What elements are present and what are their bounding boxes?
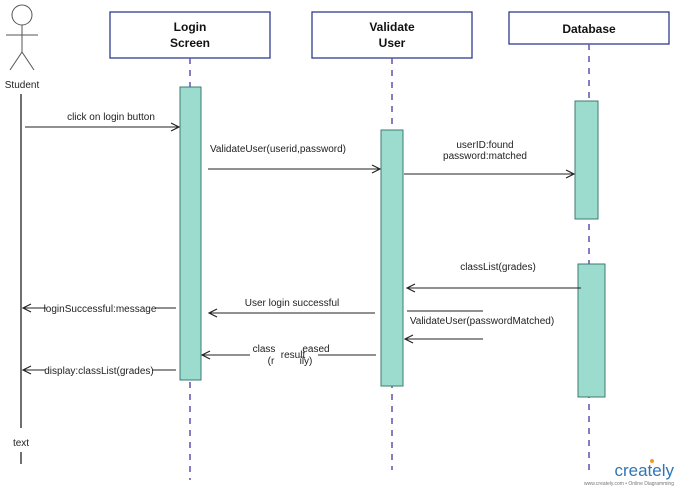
student-actor-icon xyxy=(6,4,38,71)
database-activation-bar-top xyxy=(574,100,599,220)
msg-login-successful-label: User login successful xyxy=(245,298,339,309)
creately-logo: creately www.creately.com • Online Diagr… xyxy=(584,459,674,487)
validate-header-line2: User xyxy=(379,36,406,50)
msg-userid-found-label: userID:found xyxy=(456,140,513,151)
creately-logo-text: creately xyxy=(614,461,674,480)
login-header-line2: Screen xyxy=(170,36,210,50)
msg-validate-matched-label: ValidateUser(passwordMatched) xyxy=(410,316,554,327)
actor-name: Student xyxy=(5,80,40,91)
msg-display-label: display:classList(grades) xyxy=(44,366,154,377)
actor-bottom-label: text xyxy=(13,438,29,449)
msg-result-overlay: result xyxy=(281,350,306,361)
validate-header-line1: Validate xyxy=(369,20,415,34)
database-header-line1: Database xyxy=(562,22,616,36)
creately-tagline: www.creately.com • Online Diagramming xyxy=(584,481,674,487)
msg-validate-user-label: ValidateUser(userid,password) xyxy=(210,144,346,155)
login-activation-bar xyxy=(179,86,202,381)
msg-click-login-label: click on login button xyxy=(67,112,155,123)
validate-activation-bar xyxy=(380,129,404,387)
msg-result-fragment-class: class xyxy=(253,344,276,355)
creately-logo-dot-icon xyxy=(650,459,654,463)
msg-classlist-label: classList(grades) xyxy=(460,262,536,273)
lifeline-header-login: Login Screen xyxy=(109,11,271,59)
msg-result-fragment-ily: ily) xyxy=(300,356,313,367)
msg-login-message-label: loginSuccessful:message xyxy=(44,304,157,315)
lifeline-header-validate: Validate User xyxy=(311,11,473,59)
lifeline-header-database: Database xyxy=(508,11,670,45)
database-activation-bar-bottom xyxy=(577,263,606,398)
msg-result-fragment-eased: eased xyxy=(302,344,329,355)
msg-result-fragment-r: (r xyxy=(268,356,275,367)
msg-password-matched-label: password:matched xyxy=(443,151,527,162)
login-header-line1: Login xyxy=(174,20,207,34)
